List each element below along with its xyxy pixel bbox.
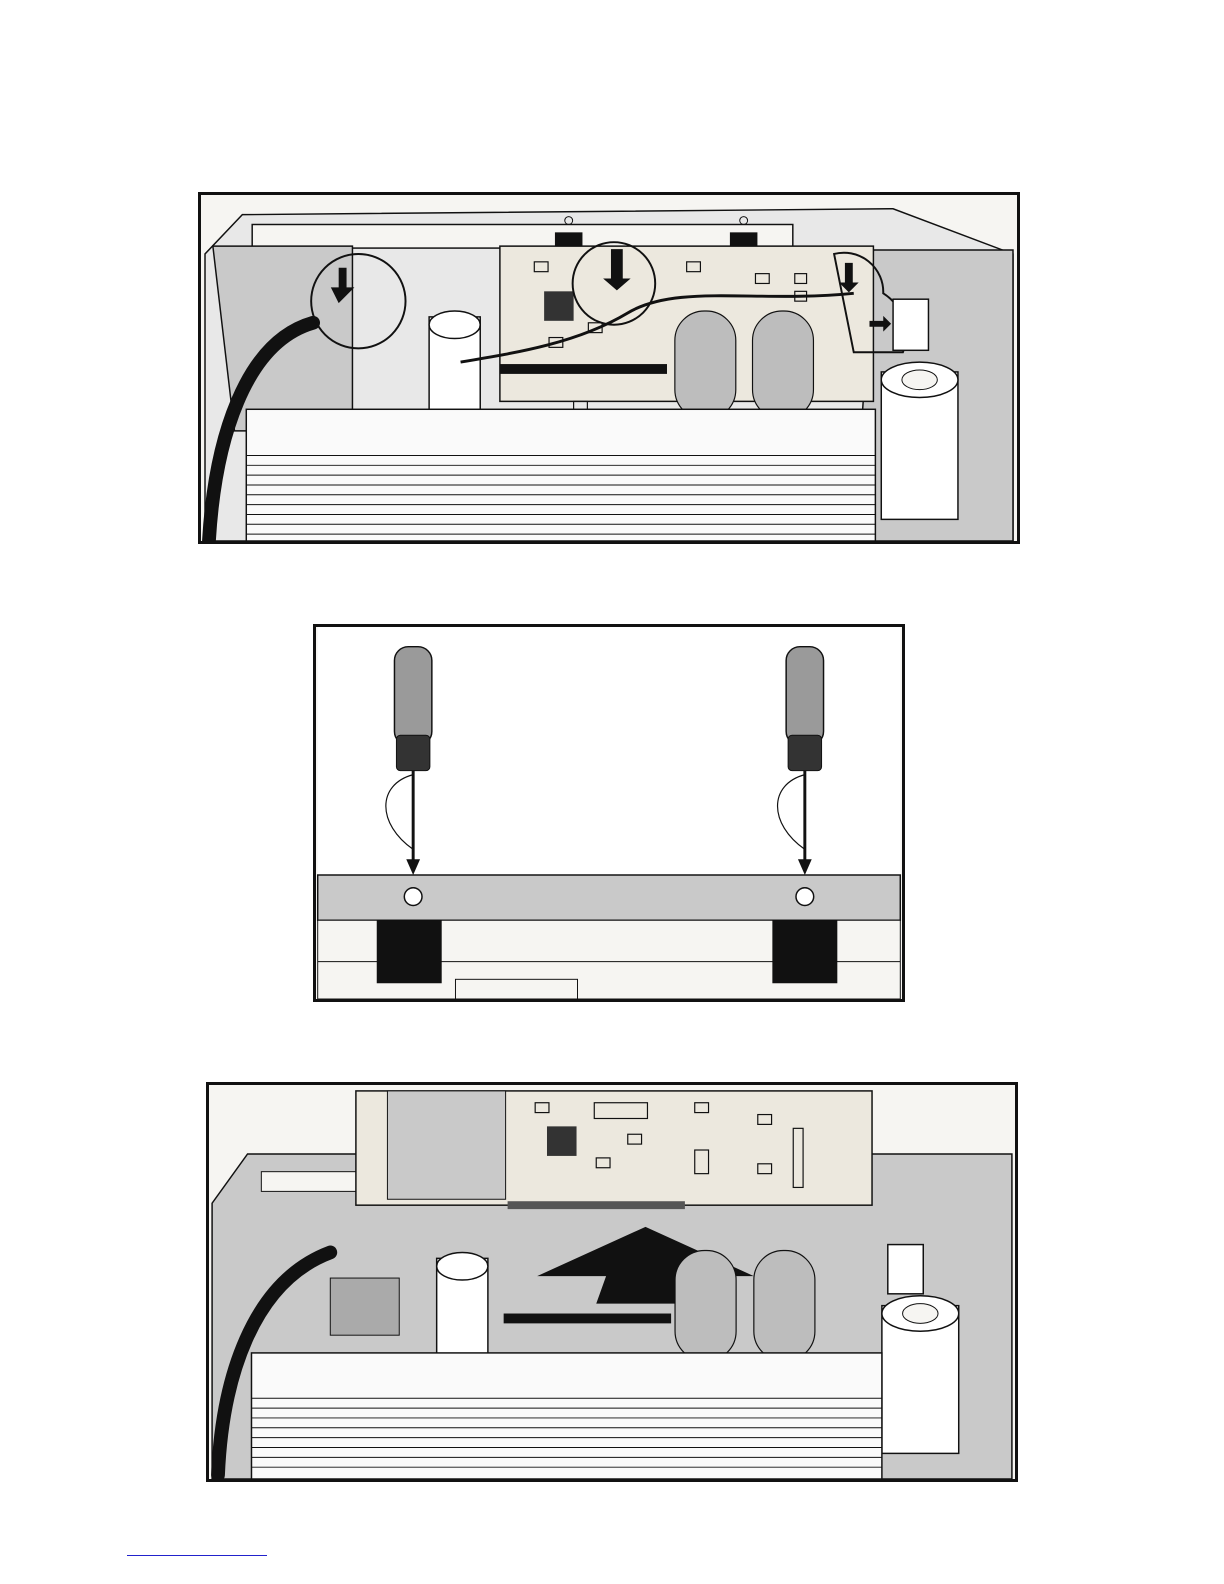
ribbon-coil [675, 311, 736, 419]
heatsink [251, 1353, 881, 1479]
figure-disconnect-cables [198, 192, 1020, 544]
plug-connector [888, 1245, 923, 1294]
board-slot [504, 1314, 671, 1324]
screw-icon [404, 888, 422, 906]
edge-connector [500, 364, 667, 374]
edge-connector [508, 1201, 685, 1209]
chip [544, 291, 573, 320]
figure-lift-board [206, 1082, 1018, 1482]
footer-link-underline [127, 1555, 267, 1556]
ribbon-coil [753, 311, 814, 419]
panel-slot [252, 224, 793, 248]
screw-icon [796, 888, 814, 906]
plug-connector [893, 299, 928, 350]
ribbon-cable [330, 1278, 399, 1335]
figure-remove-screws [313, 624, 905, 1002]
ribbon-coil [675, 1250, 736, 1360]
mount-bracket [377, 920, 442, 983]
chip [547, 1126, 577, 1156]
ribbon-coil [754, 1250, 815, 1360]
mount-bracket [772, 920, 837, 983]
